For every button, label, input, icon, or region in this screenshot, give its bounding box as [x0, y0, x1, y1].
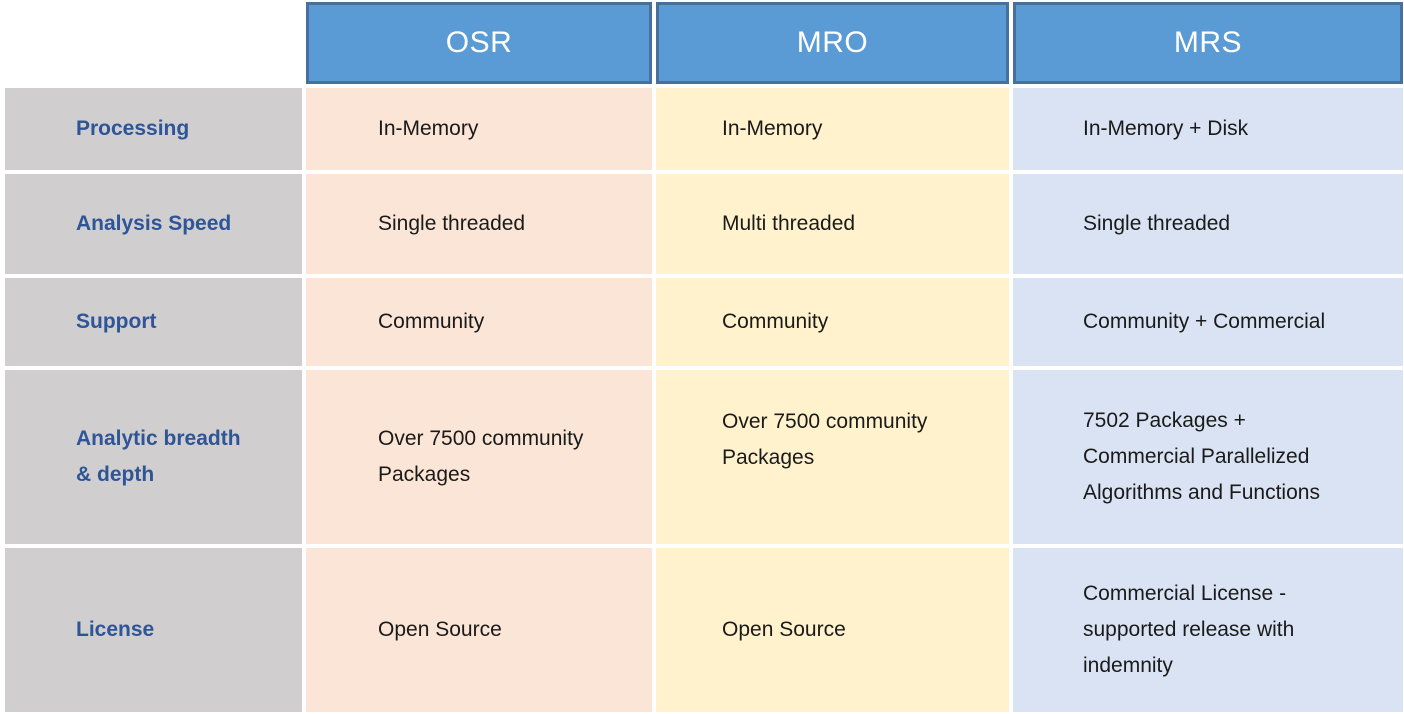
cell-analytic-breadth-mrs-text: 7502 Packages + Commercial Parallelized … — [1083, 409, 1320, 504]
cell-analytic-breadth-osr-text: Over 7500 community Packages — [378, 427, 584, 486]
column-header-mrs: MRS — [1013, 2, 1403, 84]
cell-processing-mrs: In-Memory + Disk — [1013, 88, 1403, 170]
cell-support-mrs-text: Community + Commercial — [1083, 310, 1326, 333]
row-header-analysis-speed: Analysis Speed — [5, 174, 302, 274]
cell-support-mro: Community — [656, 278, 1009, 366]
cell-processing-mro-text: In-Memory — [722, 117, 823, 140]
cell-analytic-breadth-mro-text: Over 7500 community Packages — [722, 410, 928, 469]
column-header-mrs-label: MRS — [1173, 26, 1243, 59]
cell-analysis-speed-mrs-text: Single threaded — [1083, 212, 1231, 235]
cell-support-osr: Community — [306, 278, 652, 366]
cell-analysis-speed-mrs: Single threaded — [1013, 174, 1403, 274]
cell-processing-mro: In-Memory — [656, 88, 1009, 170]
row-header-analytic-breadth: Analytic breadth & depth — [5, 370, 302, 544]
cell-license-mrs: Commercial License - supported release w… — [1013, 548, 1403, 712]
cell-analytic-breadth-osr: Over 7500 community Packages — [306, 370, 652, 544]
row-header-license-label: License — [76, 618, 155, 641]
cell-support-mrs: Community + Commercial — [1013, 278, 1403, 366]
row-header-support: Support — [5, 278, 302, 366]
row-header-analysis-speed-label: Analysis Speed — [76, 212, 232, 235]
row-header-processing: Processing — [5, 88, 302, 170]
cell-analytic-breadth-mrs: 7502 Packages + Commercial Parallelized … — [1013, 370, 1403, 544]
cell-processing-mrs-text: In-Memory + Disk — [1083, 117, 1249, 140]
column-header-osr: OSR — [306, 2, 652, 84]
column-header-mro: MRO — [656, 2, 1009, 84]
column-header-mro-label: MRO — [796, 26, 869, 59]
cell-analysis-speed-osr-text: Single threaded — [378, 212, 526, 235]
cell-analysis-speed-mro-text: Multi threaded — [722, 212, 856, 235]
cell-processing-osr-text: In-Memory — [378, 117, 479, 140]
row-header-analytic-breadth-label: Analytic breadth & depth — [76, 427, 241, 486]
cell-support-osr-text: Community — [378, 310, 485, 333]
row-header-support-label: Support — [76, 310, 157, 333]
cell-license-mro-text: Open Source — [722, 618, 846, 641]
cell-analysis-speed-mro: Multi threaded — [656, 174, 1009, 274]
cell-license-osr-text: Open Source — [378, 618, 502, 641]
row-header-processing-label: Processing — [76, 117, 190, 140]
column-header-osr-label: OSR — [445, 26, 513, 59]
table-corner-cell — [5, 2, 302, 84]
cell-analysis-speed-osr: Single threaded — [306, 174, 652, 274]
cell-processing-osr: In-Memory — [306, 88, 652, 170]
cell-license-mrs-text: Commercial License - supported release w… — [1083, 582, 1295, 677]
row-header-license: License — [5, 548, 302, 712]
cell-support-mro-text: Community — [722, 310, 829, 333]
cell-analytic-breadth-mro: Over 7500 community Packages — [656, 370, 1009, 544]
cell-license-osr: Open Source — [306, 548, 652, 712]
cell-license-mro: Open Source — [656, 548, 1009, 712]
